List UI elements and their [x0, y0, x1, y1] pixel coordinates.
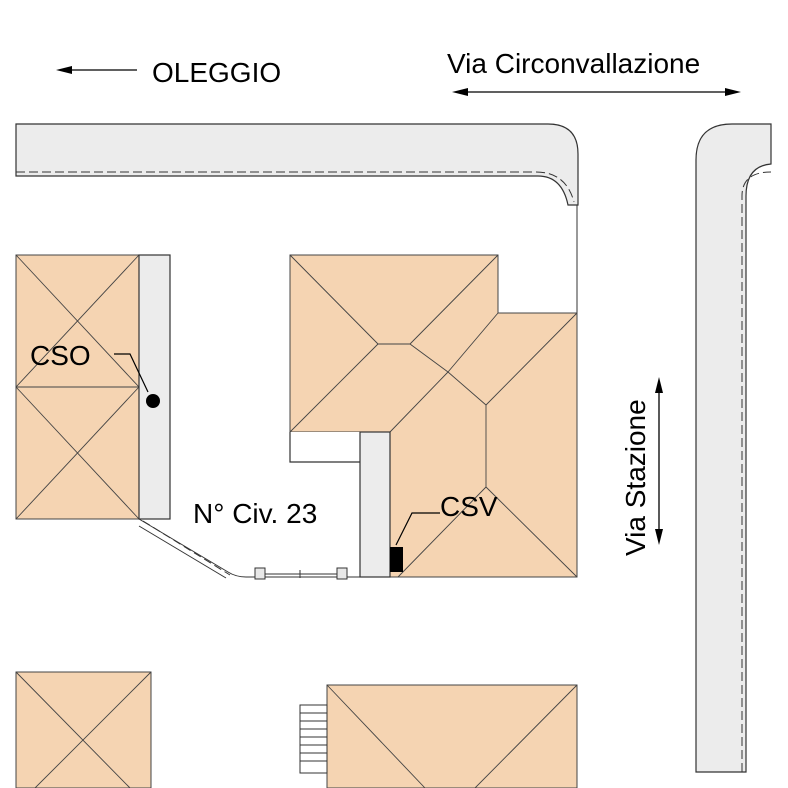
sidewalk-left-strip [138, 254, 171, 520]
fence-post-right [336, 567, 348, 580]
label-via-stazione: Via Stazione [620, 399, 651, 556]
csv-marker [390, 547, 403, 572]
building-bottom-left [15, 671, 152, 788]
cso-marker [146, 394, 160, 408]
building-bottom-center [326, 684, 578, 788]
sidewalk-top [15, 123, 579, 206]
label-cso: CSO [30, 340, 91, 371]
building-left-upper [15, 254, 140, 520]
cso-leader-line [114, 353, 149, 393]
sidewalk-entrance [359, 431, 391, 578]
label-via-circonvallazione: Via Circonvallazione [447, 48, 700, 79]
boundary-fence [138, 518, 390, 580]
sidewalk-right [695, 123, 772, 773]
label-civic-number: N° Civ. 23 [193, 498, 317, 529]
csv-leader-line [395, 512, 440, 546]
via-stazione-arrow-icon [655, 377, 663, 545]
building-civ-23 [289, 254, 578, 578]
oleggio-arrow-icon [56, 66, 137, 74]
label-oleggio: OLEGGIO [152, 57, 281, 88]
staircase-icon [299, 704, 328, 774]
via-circonvallazione-arrow-icon [452, 88, 741, 96]
label-csv: CSV [440, 491, 498, 522]
fence-post-left [254, 567, 266, 580]
